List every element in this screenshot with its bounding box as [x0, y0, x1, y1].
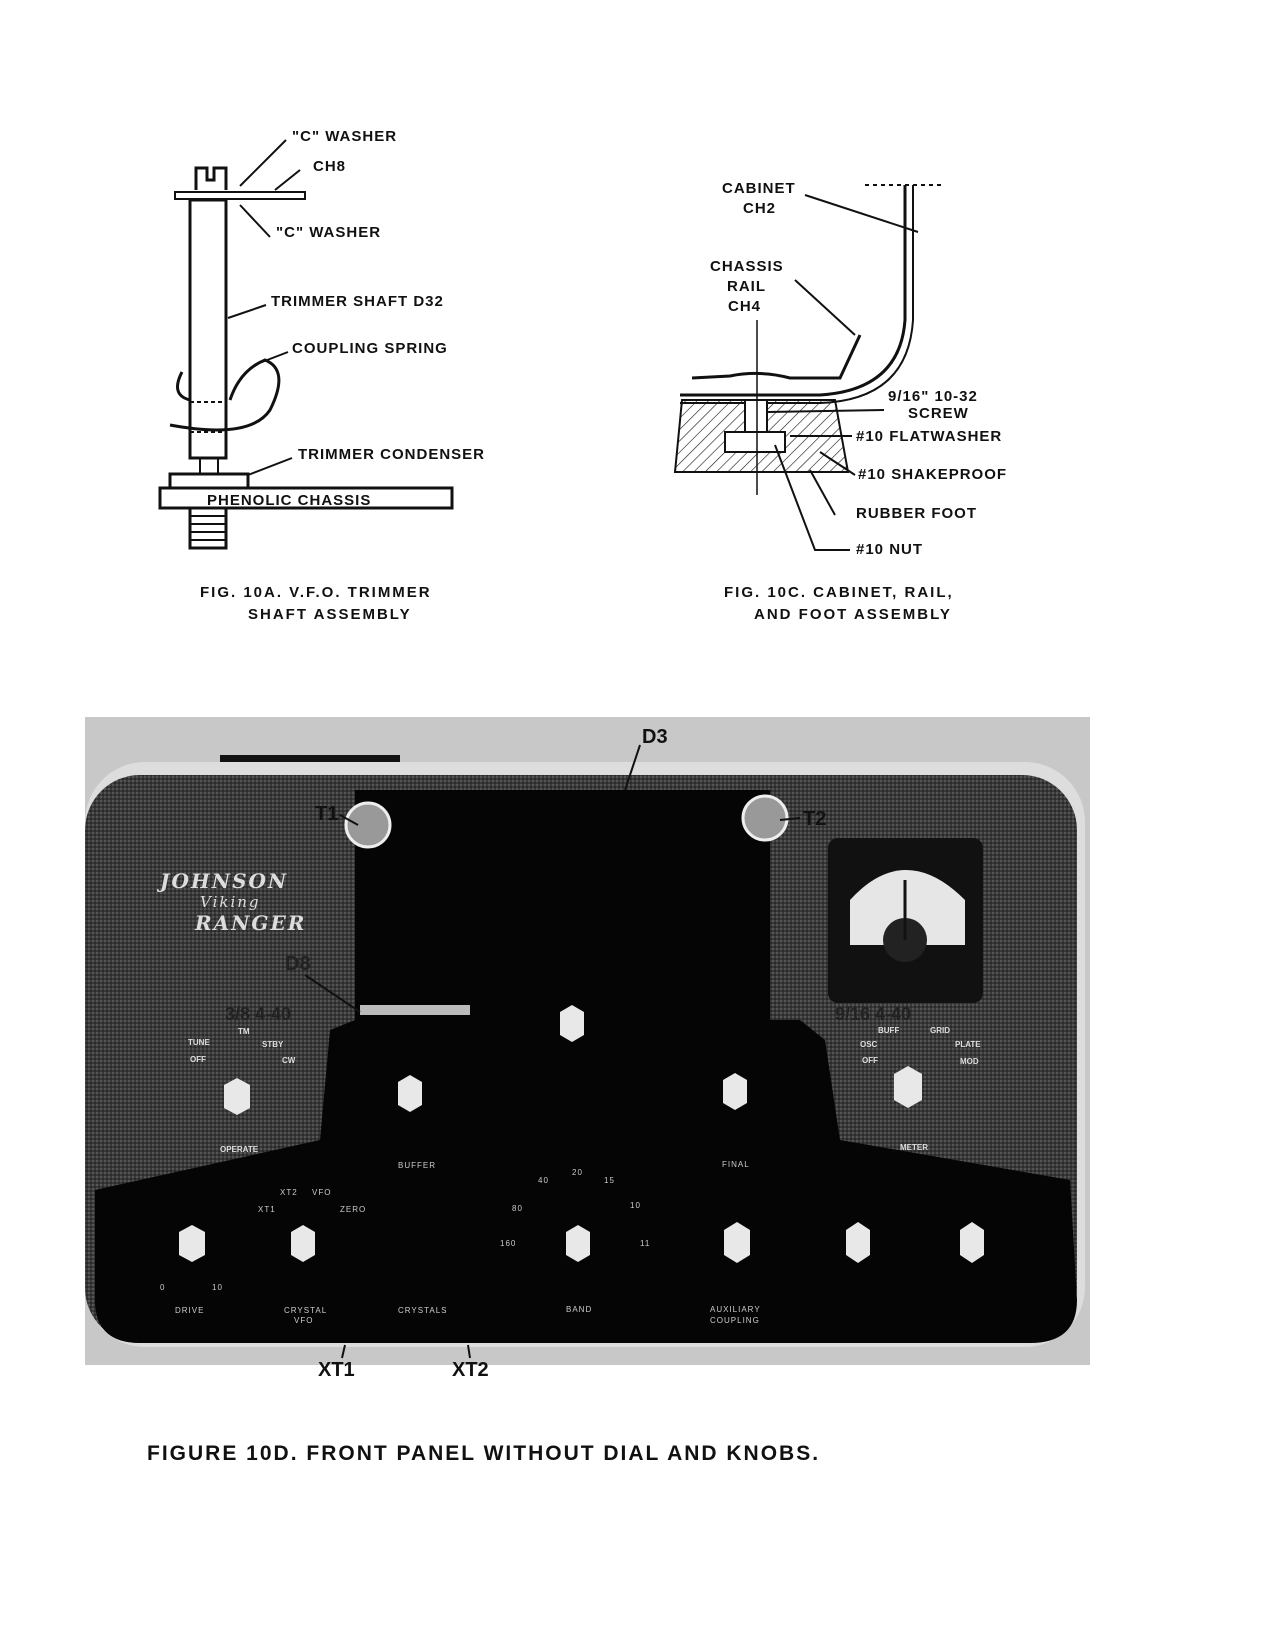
label-operate: OPERATE [220, 1145, 259, 1154]
band-40: 40 [538, 1176, 549, 1185]
label-c-washer-top: "C" WASHER [292, 128, 397, 145]
meter-pos-mod: MOD [960, 1057, 979, 1066]
drive-mark-0: 0 [160, 1283, 165, 1292]
ch8-plate [174, 191, 306, 200]
label-ch4: CH4 [728, 298, 761, 315]
band-20: 20 [572, 1168, 583, 1177]
callout-right-screw: 9/16 4-40 [835, 1004, 911, 1024]
operate-pos-tune: TUNE [188, 1038, 210, 1047]
label-drive: DRIVE [175, 1306, 204, 1315]
fig-10a-caption-line1: FIG. 10A. V.F.O. TRIMMER [200, 584, 432, 601]
fig-10c-cabinet-foot: CABINET CH2 CHASSIS RAIL CH4 9/16" 10-32… [673, 180, 1007, 623]
label-vfo: VFO [294, 1316, 313, 1325]
label-crystal: CRYSTAL [284, 1306, 327, 1315]
t1-trimmer [344, 801, 392, 849]
label-coupling-spring: COUPLING SPRING [292, 340, 448, 357]
crystal-pos-vfo: VFO [312, 1188, 331, 1197]
label-ch2: CH2 [743, 200, 776, 217]
label-c-washer-bottom: "C" WASHER [276, 224, 381, 241]
label-band: BAND [566, 1305, 592, 1314]
band-160: 160 [500, 1239, 516, 1248]
fig-10c-caption-line2: AND FOOT ASSEMBLY [754, 606, 952, 623]
fig-10d-front-panel-photo: JOHNSON Viking RANGER OFF TUNE TM STBY C… [85, 717, 1090, 1381]
lower-panel [95, 1020, 1077, 1343]
label-auxiliary: AUXILIARY [710, 1305, 761, 1314]
nut [724, 431, 786, 453]
fig-10d-caption: FIGURE 10D. FRONT PANEL WITHOUT DIAL AND… [147, 1442, 820, 1465]
label-rubber-foot: RUBBER FOOT [856, 505, 977, 522]
meter-pos-plate: PLATE [955, 1040, 981, 1049]
label-screw-size: 9/16" 10-32 [888, 388, 978, 405]
meter-pos-buff: BUFF [878, 1026, 899, 1035]
operate-pos-stby: STBY [262, 1040, 284, 1049]
label-phenolic-chassis: PHENOLIC CHASSIS [207, 492, 371, 509]
operate-pos-tm: TM [238, 1027, 250, 1036]
operate-pos-cw: CW [282, 1056, 296, 1065]
label-trimmer-shaft: TRIMMER SHAFT D32 [271, 293, 444, 310]
foot-drawing [673, 184, 945, 551]
label-cabinet: CABINET [722, 180, 796, 197]
cabinet-wall [680, 185, 907, 397]
drive-mark-10: 10 [212, 1283, 223, 1292]
logo-johnson: JOHNSON [156, 869, 288, 893]
label-coupling: COUPLING [710, 1316, 760, 1325]
t2-trimmer [741, 794, 789, 842]
label-rail: RAIL [727, 278, 766, 295]
label-screw: SCREW [908, 405, 969, 422]
chassis-rail [691, 334, 862, 380]
callout-xt1: XT1 [318, 1359, 355, 1381]
band-11: 11 [640, 1239, 650, 1248]
dial-opening [355, 790, 770, 1030]
knob-shafts [179, 1005, 984, 1263]
callout-t1: T1 [315, 803, 338, 825]
callout-t2: T2 [803, 808, 826, 830]
phenolic-chassis [158, 486, 454, 510]
band-15: 15 [604, 1176, 615, 1185]
label-final: FINAL [722, 1160, 750, 1169]
crystal-pos-zero: ZERO [340, 1205, 366, 1214]
label-chassis: CHASSIS [710, 258, 784, 275]
operate-pos-off: OFF [190, 1055, 206, 1064]
logo-ranger: RANGER [194, 911, 306, 935]
crystal-pos-xt1: XT1 [258, 1205, 276, 1214]
label-trimmer-condenser: TRIMMER CONDENSER [298, 446, 485, 463]
callout-d3: D3 [642, 726, 668, 748]
band-80: 80 [512, 1204, 523, 1213]
label-nut: #10 NUT [856, 541, 923, 558]
label-ch8: CH8 [313, 158, 346, 175]
screw [744, 399, 768, 433]
logo-viking: Viking [200, 893, 261, 911]
meter-pos-off: OFF [862, 1056, 878, 1065]
crystal-pos-xt2: XT2 [280, 1188, 298, 1197]
meter-pos-osc: OSC [860, 1040, 878, 1049]
callout-d8: D8 [285, 953, 311, 975]
fig-10a-trimmer-shaft: "C" WASHER CH8 "C" WASHER TRIMMER SHAFT … [158, 128, 485, 623]
label-meter: METER [900, 1143, 928, 1152]
shaft-drawing [158, 139, 454, 550]
trimmer-shaft [188, 198, 228, 460]
meter-pos-grid: GRID [930, 1026, 950, 1035]
callout-xt2: XT2 [452, 1359, 489, 1381]
label-shakeproof: #10 SHAKEPROOF [858, 466, 1007, 483]
fig-10a-caption-line2: SHAFT ASSEMBLY [248, 606, 412, 623]
label-buffer: BUFFER [398, 1161, 436, 1170]
coupling-spring [169, 358, 281, 432]
callout-left-screw: 3/8 4-40 [225, 1004, 291, 1024]
label-flatwasher: #10 FLATWASHER [856, 428, 1002, 445]
fig-10c-caption-line1: FIG. 10C. CABINET, RAIL, [724, 584, 954, 601]
band-10: 10 [630, 1201, 641, 1210]
label-crystals: CRYSTALS [398, 1306, 448, 1315]
trimmer-condenser [168, 472, 250, 490]
